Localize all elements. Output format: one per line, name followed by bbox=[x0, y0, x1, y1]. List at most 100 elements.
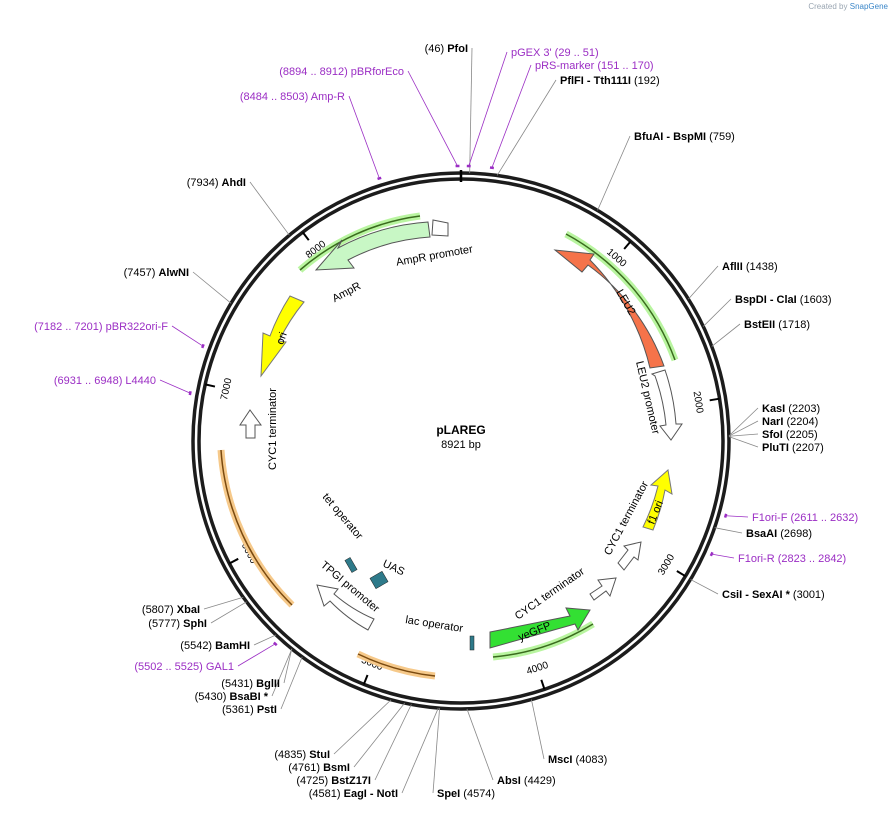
primer-label[interactable]: (7182 .. 7201) pBR322ori-F bbox=[34, 321, 168, 333]
enzyme-site-bsteii[interactable]: BstEII (1718) bbox=[711, 319, 810, 347]
enzyme-label[interactable]: (5542) BamHI bbox=[180, 640, 250, 652]
primer-label[interactable]: pRS-marker (151 .. 170) bbox=[535, 60, 654, 72]
primer-site-ampr[interactable]: (8484 .. 8503) Amp-R bbox=[240, 91, 382, 181]
tick-mark bbox=[540, 679, 546, 690]
ori-feature[interactable] bbox=[260, 295, 305, 378]
enzyme-label[interactable]: (5431) BglII bbox=[221, 678, 280, 690]
enzyme-site-spei[interactable]: SpeI (4574) bbox=[432, 708, 495, 800]
enzyme-label[interactable]: (4835) StuI bbox=[274, 749, 330, 761]
enzyme-leader-line bbox=[401, 707, 439, 794]
cyc1-terminator-left-shape[interactable] bbox=[239, 409, 262, 439]
enzyme-label[interactable]: (5807) XbaI bbox=[142, 604, 200, 616]
enzyme-site-csii[interactable]: CsiI - SexAI * (3001) bbox=[690, 579, 825, 601]
primer-label[interactable]: (6931 .. 6948) L4440 bbox=[54, 375, 156, 387]
enzyme-label[interactable]: (5777) SphI bbox=[148, 618, 207, 630]
primer-label[interactable]: (8894 .. 8912) pBRforEco bbox=[279, 66, 404, 78]
leu2-feature[interactable] bbox=[553, 249, 665, 369]
ampr-feature[interactable] bbox=[314, 221, 431, 271]
primer-site-gal1[interactable]: (5502 .. 5525) GAL1 bbox=[134, 641, 278, 673]
yegfp-feature[interactable] bbox=[489, 607, 591, 649]
enzyme-site-bglii[interactable]: (5431) BglII bbox=[221, 648, 293, 690]
enzyme-label[interactable]: BstEII (1718) bbox=[744, 319, 810, 331]
uas-shape[interactable] bbox=[369, 570, 389, 590]
orange-orf-bottom-line bbox=[357, 653, 436, 677]
enzyme-label[interactable]: (5430) BsaBI * bbox=[195, 691, 269, 703]
enzyme-leader-line bbox=[283, 648, 293, 684]
enzyme-leader-line bbox=[702, 298, 732, 327]
primer-label[interactable]: F1ori-R (2823 .. 2842) bbox=[738, 553, 846, 565]
tpgi-promoter-shape[interactable] bbox=[316, 584, 375, 631]
enzyme-site-ahdi[interactable]: (7934) AhdI bbox=[187, 177, 290, 236]
primer-site-f1ori-f[interactable]: F1ori-F (2611 .. 2632) bbox=[723, 512, 858, 524]
enzyme-site-bsabi[interactable]: (5430) BsaBI * bbox=[195, 648, 293, 703]
plasmid-size: 8921 bp bbox=[441, 439, 481, 451]
cyc1-terminator-lower-shape[interactable] bbox=[589, 577, 617, 601]
tet-operator-shape[interactable] bbox=[344, 557, 358, 573]
enzyme-label[interactable]: BspDI - ClaI (1603) bbox=[735, 294, 832, 306]
enzyme-site-nari[interactable]: NarI (2204) bbox=[728, 416, 818, 437]
primer-site-pgex3[interactable]: pGEX 3' (29 .. 51) bbox=[466, 47, 599, 168]
primer-site-pbrforeco[interactable]: (8894 .. 8912) pBRforEco bbox=[279, 66, 460, 168]
enzyme-label[interactable]: BsaAI (2698) bbox=[746, 528, 812, 540]
enzyme-site-aflii[interactable]: AflII (1438) bbox=[688, 261, 778, 300]
enzyme-label[interactable]: KasI (2203) bbox=[762, 403, 820, 415]
enzyme-label[interactable]: (7457) AlwNI bbox=[124, 267, 189, 279]
cyc1-terminator-right-shape[interactable] bbox=[617, 541, 642, 571]
enzyme-site-xbai[interactable]: (5807) XbaI bbox=[142, 596, 244, 616]
primer-label[interactable]: (5502 .. 5525) GAL1 bbox=[134, 661, 234, 673]
enzyme-site-absi[interactable]: AbsI (4429) bbox=[466, 708, 556, 787]
enzyme-label[interactable]: (4581) EagI - NotI bbox=[309, 788, 398, 800]
enzyme-site-sfoi[interactable]: SfoI (2205) bbox=[728, 429, 818, 441]
enzyme-site-psti[interactable]: (5361) PstI bbox=[222, 656, 303, 716]
enzyme-site-stui[interactable]: (4835) StuI bbox=[274, 699, 392, 761]
enzyme-site-bstz17i[interactable]: (4725) BstZ17I bbox=[296, 704, 412, 787]
primer-site-f1ori-r[interactable]: F1ori-R (2823 .. 2842) bbox=[709, 551, 846, 565]
enzyme-site-sphi[interactable]: (5777) SphI bbox=[148, 601, 247, 630]
enzyme-site-pluti[interactable]: PluTI (2207) bbox=[728, 436, 824, 454]
primer-site-pbr322ori[interactable]: (7182 .. 7201) pBR322ori-F bbox=[34, 321, 205, 349]
f1-ori-feature[interactable] bbox=[642, 469, 673, 531]
enzyme-label[interactable]: PflFI - Tth111I (192) bbox=[560, 75, 660, 87]
primer-label[interactable]: F1ori-F (2611 .. 2632) bbox=[752, 512, 858, 524]
lac-operator-shape[interactable] bbox=[469, 635, 475, 651]
enzyme-label[interactable]: (4761) BsmI bbox=[288, 762, 350, 774]
enzyme-label[interactable]: AflII (1438) bbox=[722, 261, 778, 273]
enzyme-sites: (46) PfoI PflFI - Tth111I (192) BfuAI - Bs… bbox=[124, 43, 832, 800]
primer-site-prs[interactable]: pRS-marker (151 .. 170) bbox=[489, 60, 654, 170]
enzyme-site-kasi[interactable]: KasI (2203) bbox=[728, 403, 820, 437]
enzyme-label[interactable]: (46) PfoI bbox=[425, 43, 468, 55]
enzyme-label[interactable]: BfuAI - BspMI (759) bbox=[634, 131, 735, 143]
ampr-promoter-shape[interactable] bbox=[431, 219, 449, 237]
primer-site-l4440[interactable]: (6931 .. 6948) L4440 bbox=[54, 375, 192, 396]
enzyme-label[interactable]: PluTI (2207) bbox=[762, 442, 824, 454]
enzyme-label[interactable]: SpeI (4574) bbox=[437, 788, 495, 800]
ampr-orf-line bbox=[299, 215, 421, 271]
primer-leader-line bbox=[171, 325, 204, 347]
enzyme-site-pflfi[interactable]: PflFI - Tth111I (192) bbox=[496, 75, 660, 176]
enzyme-site-bamhi[interactable]: (5542) BamHI bbox=[180, 634, 277, 652]
primer-mark bbox=[201, 343, 205, 349]
enzyme-label[interactable]: NarI (2204) bbox=[762, 416, 818, 428]
enzyme-site-msci[interactable]: MscI (4083) bbox=[531, 699, 607, 766]
primer-label[interactable]: pGEX 3' (29 .. 51) bbox=[511, 47, 599, 59]
enzyme-label[interactable]: (4725) BstZ17I bbox=[296, 775, 371, 787]
enzyme-site-bfuai[interactable]: BfuAI - BspMI (759) bbox=[597, 131, 735, 211]
leu2-orf-line bbox=[565, 233, 676, 361]
enzyme-label[interactable]: AbsI (4429) bbox=[497, 775, 556, 787]
enzyme-label[interactable]: MscI (4083) bbox=[548, 754, 607, 766]
enzyme-label[interactable]: (5361) PstI bbox=[222, 704, 277, 716]
enzyme-site-pfoi[interactable]: (46) PfoI bbox=[425, 43, 473, 174]
enzyme-site-bsmi[interactable]: (4761) BsmI bbox=[288, 702, 406, 774]
enzyme-label[interactable]: CsiI - SexAI * (3001) bbox=[722, 589, 825, 601]
primer-leader-line bbox=[491, 64, 532, 168]
enzyme-site-eagi[interactable]: (4581) EagI - NotI bbox=[309, 707, 439, 800]
enzyme-site-bspdi[interactable]: BspDI - ClaI (1603) bbox=[702, 294, 832, 327]
enzyme-label[interactable]: (7934) AhdI bbox=[187, 177, 246, 189]
enzyme-label[interactable]: SfoI (2205) bbox=[762, 429, 818, 441]
enzyme-site-alwni[interactable]: (7457) AlwNI bbox=[124, 267, 232, 304]
yegfp-orf-line bbox=[492, 623, 594, 658]
primer-label[interactable]: (8484 .. 8503) Amp-R bbox=[240, 91, 345, 103]
enzyme-site-bsaai[interactable]: BsaAI (2698) bbox=[714, 527, 812, 540]
leu2-promoter-shape[interactable] bbox=[650, 369, 683, 441]
